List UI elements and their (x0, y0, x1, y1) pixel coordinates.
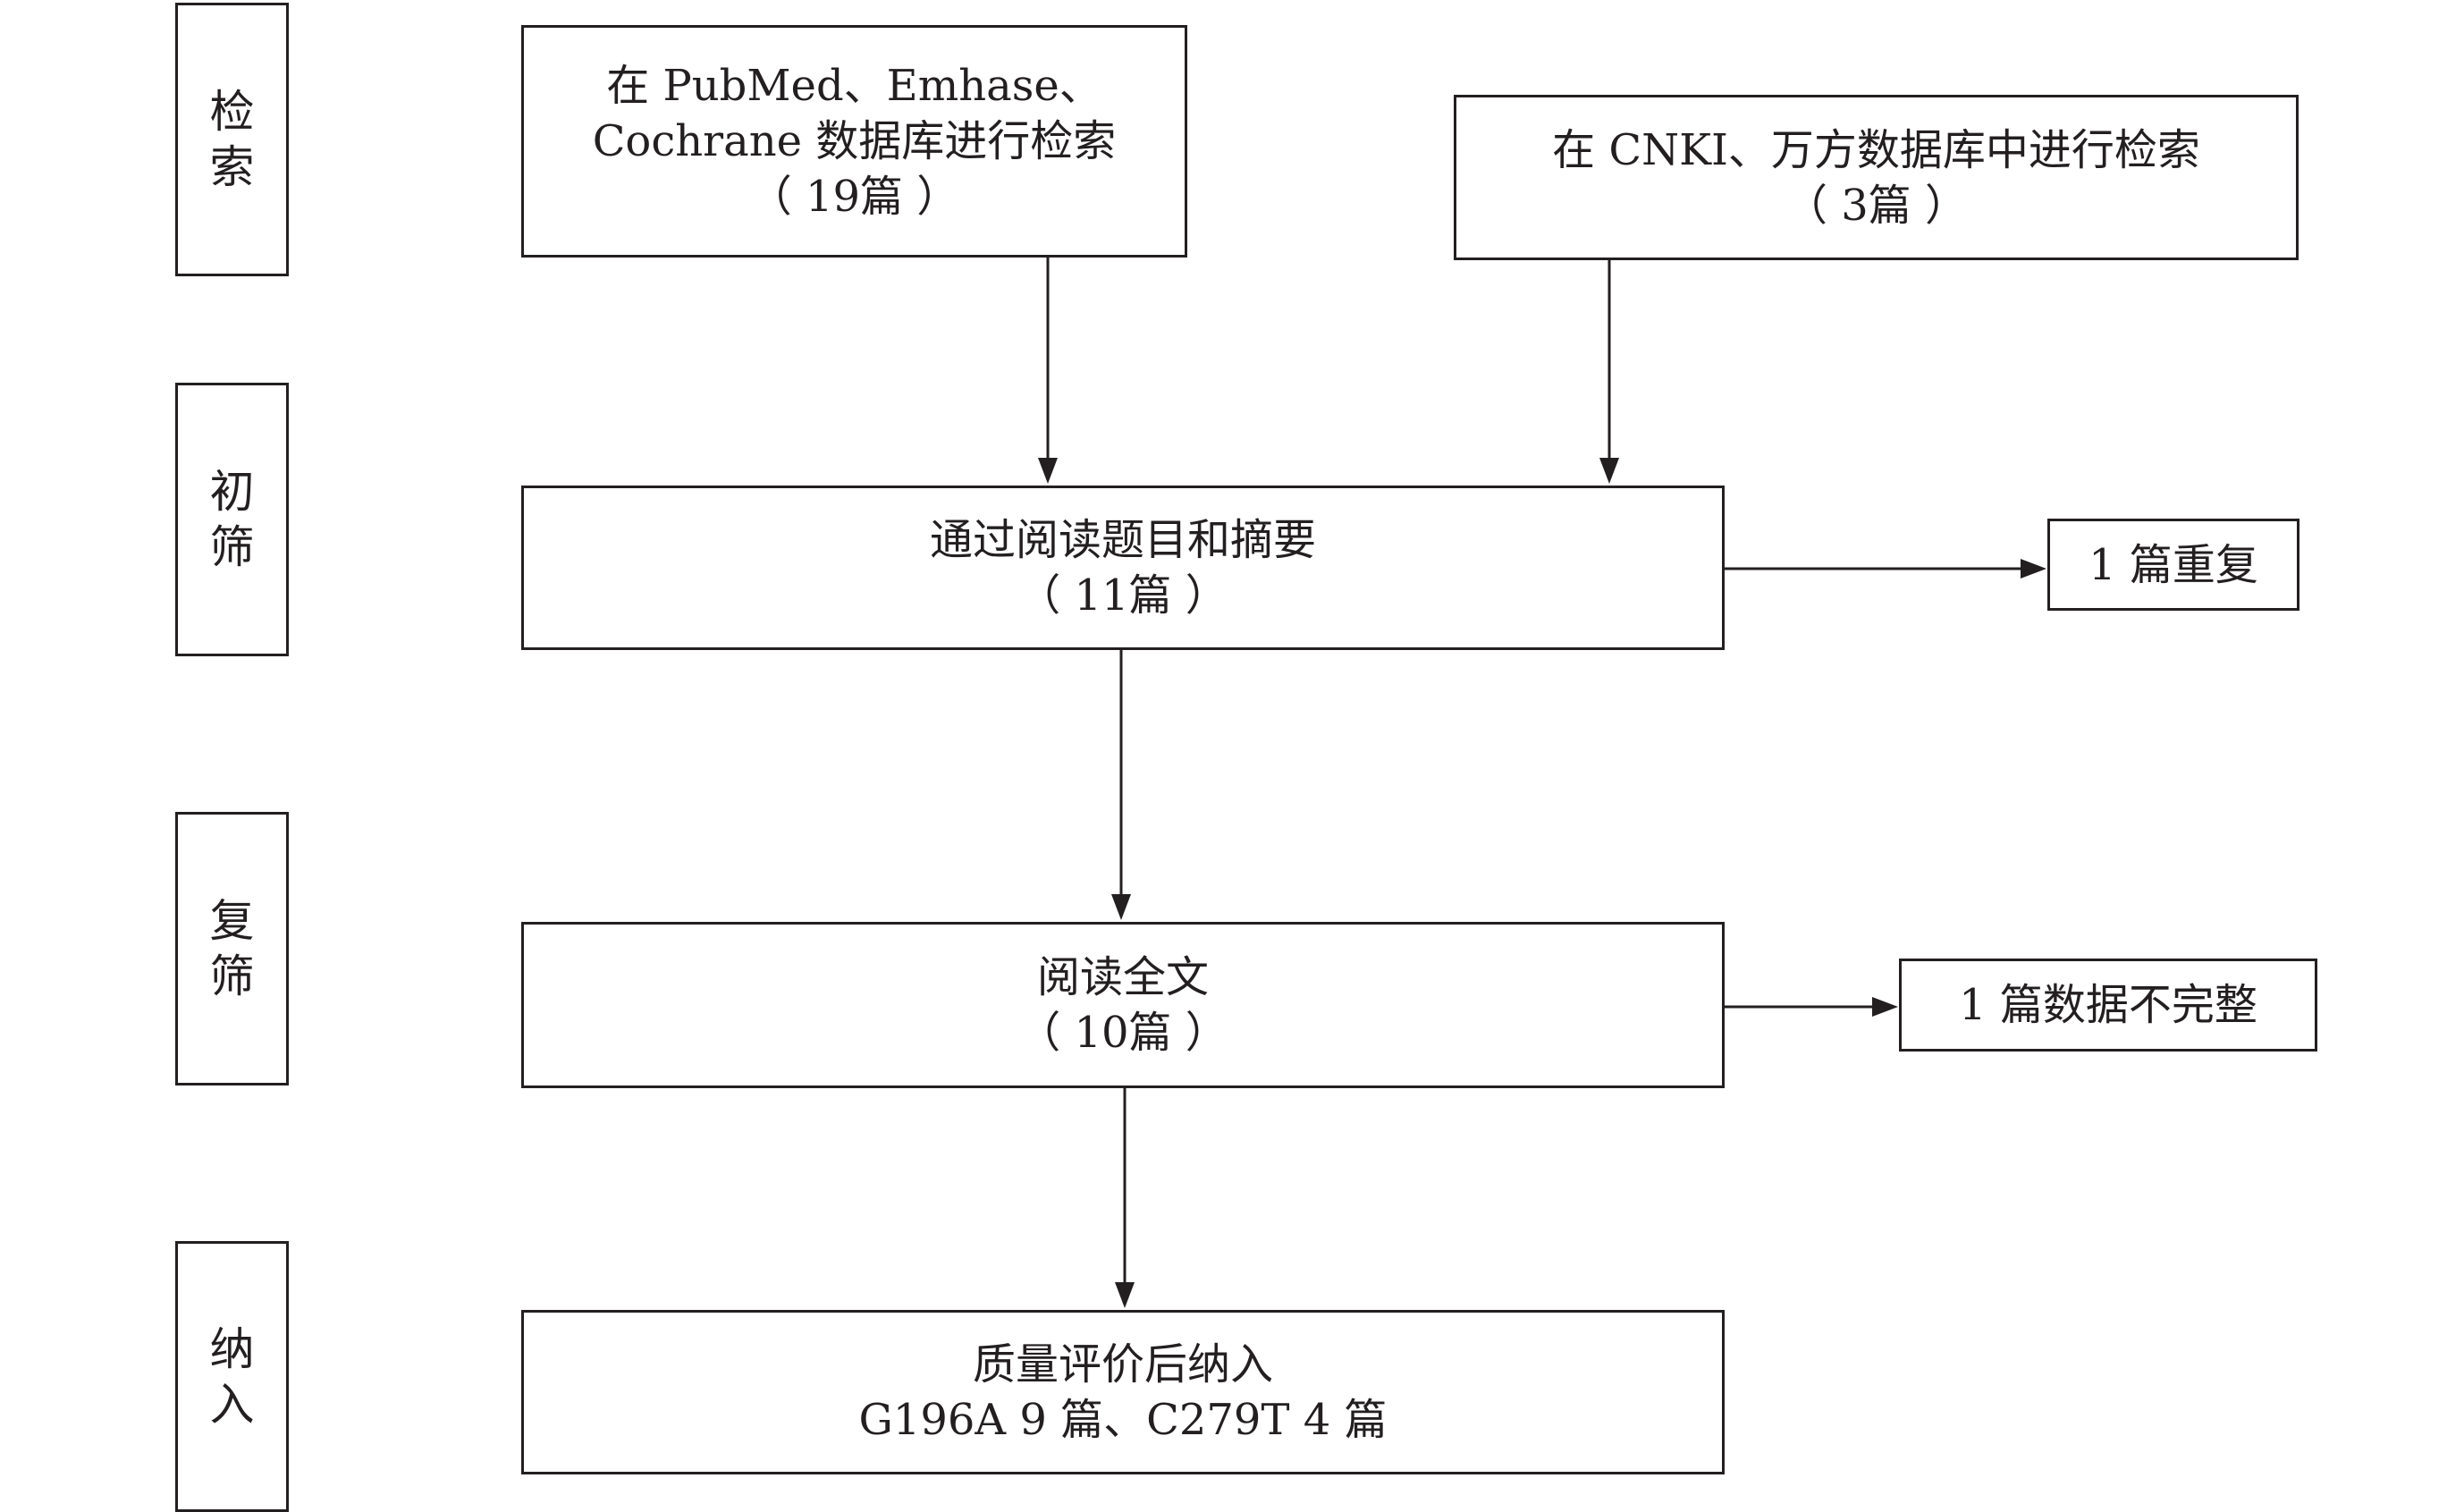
excluded-incomplete-text: 1 篇数据不完整 (1959, 980, 2257, 1030)
stage-char: 复 (209, 895, 255, 947)
stage-char: 入 (209, 1378, 255, 1431)
excluded-duplicate-text: 1 篇重复 (2088, 539, 2258, 590)
arrowhead (1111, 894, 1131, 920)
arrowhead (1872, 997, 1898, 1017)
stage-char: 初 (209, 466, 255, 518)
stage-char: 索 (209, 141, 255, 193)
stage-label-initial-screen: 初 筛 (175, 383, 289, 656)
excluded-duplicate-box: 1 篇重复 (2047, 519, 2299, 611)
stage-char: 纳 (209, 1322, 255, 1375)
arrowhead (1599, 458, 1619, 484)
title-abstract-screen-box: 通过阅读题目和摘要 （ 11篇 ） (521, 486, 1725, 650)
box-line: （ 3篇 ） (1784, 180, 1969, 231)
stage-label-search: 检 索 (175, 3, 289, 276)
stage-char: 筛 (209, 521, 255, 573)
full-text-review-box: 阅读全文 （ 10篇 ） (521, 922, 1725, 1088)
box-line: 质量评价后纳入 (972, 1339, 1273, 1390)
box-line: 阅读全文 (1036, 952, 1209, 1002)
box-line: Cochrane 数据库进行检索 (592, 116, 1117, 166)
box-line: （ 10篇 ） (1017, 1008, 1228, 1058)
chinese-database-search-box: 在 CNKI、万方数据库中进行检索 （ 3篇 ） (1454, 95, 2299, 260)
stage-char: 筛 (209, 950, 255, 1002)
box-line: （ 19篇 ） (748, 172, 960, 222)
box-line: G196A 9 篇、C279T 4 篇 (858, 1395, 1388, 1445)
box-line: （ 11篇 ） (1017, 570, 1228, 621)
stage-label-rescreen: 复 筛 (175, 812, 289, 1085)
stage-label-include: 纳 入 (175, 1241, 289, 1512)
box-line: 在 CNKI、万方数据库中进行检索 (1552, 124, 2200, 175)
box-line: 在 PubMed、Emhase、 (606, 61, 1102, 111)
arrowhead (1115, 1282, 1135, 1308)
arrowhead (2021, 559, 2046, 579)
arrowhead (1038, 458, 1058, 484)
box-line: 通过阅读题目和摘要 (929, 515, 1316, 565)
final-included-box: 质量评价后纳入 G196A 9 篇、C279T 4 篇 (521, 1310, 1725, 1474)
stage-char: 检 (209, 86, 255, 138)
english-database-search-box: 在 PubMed、Emhase、 Cochrane 数据库进行检索 （ 19篇 … (521, 25, 1187, 258)
excluded-incomplete-data-box: 1 篇数据不完整 (1899, 959, 2317, 1052)
